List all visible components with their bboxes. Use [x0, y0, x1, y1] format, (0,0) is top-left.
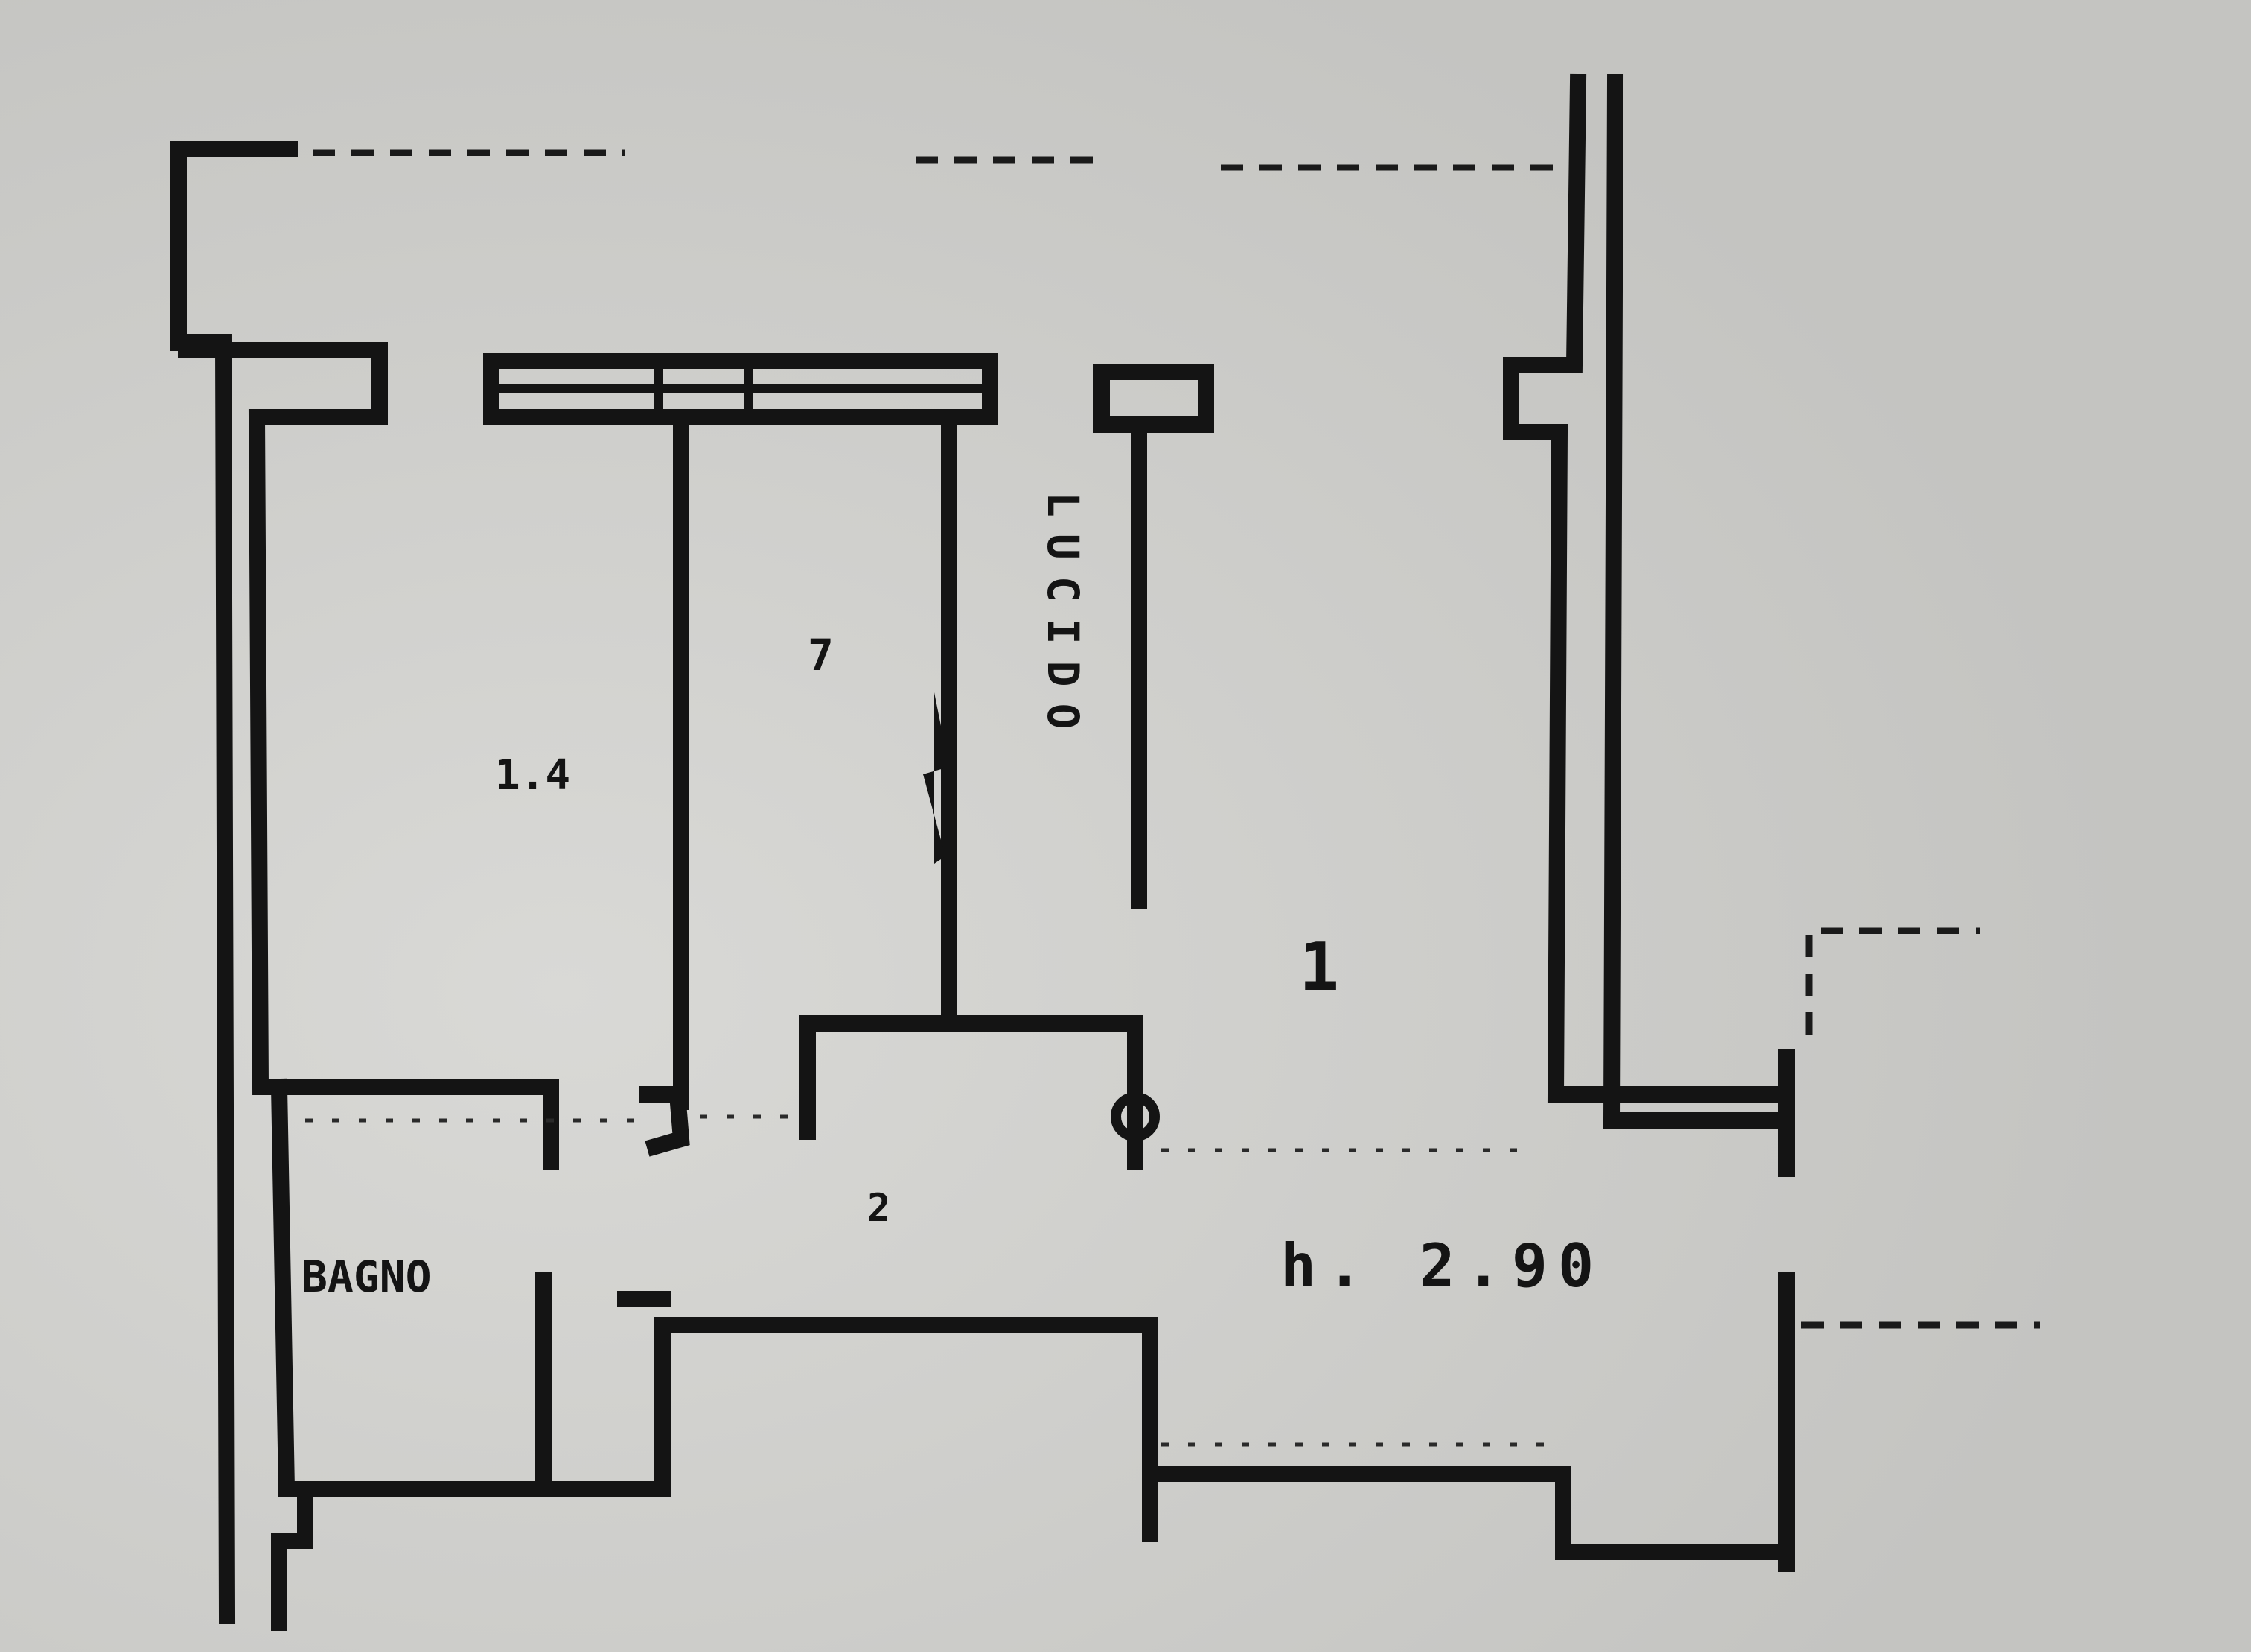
passage-number: 2 [867, 1186, 890, 1231]
small-window-block [1093, 364, 1214, 433]
door-jamb-left [639, 1086, 690, 1157]
arrow-mark [923, 692, 949, 864]
west-wall-lower [270, 1078, 313, 1631]
south-wall-mid [1146, 1466, 1795, 1560]
door-pivot-circle [1111, 1092, 1160, 1141]
window-wall-top [483, 353, 998, 425]
east-wall-inner [1503, 73, 1791, 1103]
east-wall-outer [1603, 73, 1787, 1129]
living-number: 1 [1299, 928, 1339, 1007]
corridor-number: 7 [808, 630, 834, 680]
bathroom-label: BAGNO [301, 1251, 432, 1302]
bedroom-number: 1.4 [495, 751, 570, 800]
height-note: h. 2.90 [1280, 1231, 1604, 1301]
threshold-dashed [305, 1114, 1533, 1152]
vertical-label: LUCIDO [1038, 491, 1088, 746]
west-wall-inner [178, 342, 559, 1170]
